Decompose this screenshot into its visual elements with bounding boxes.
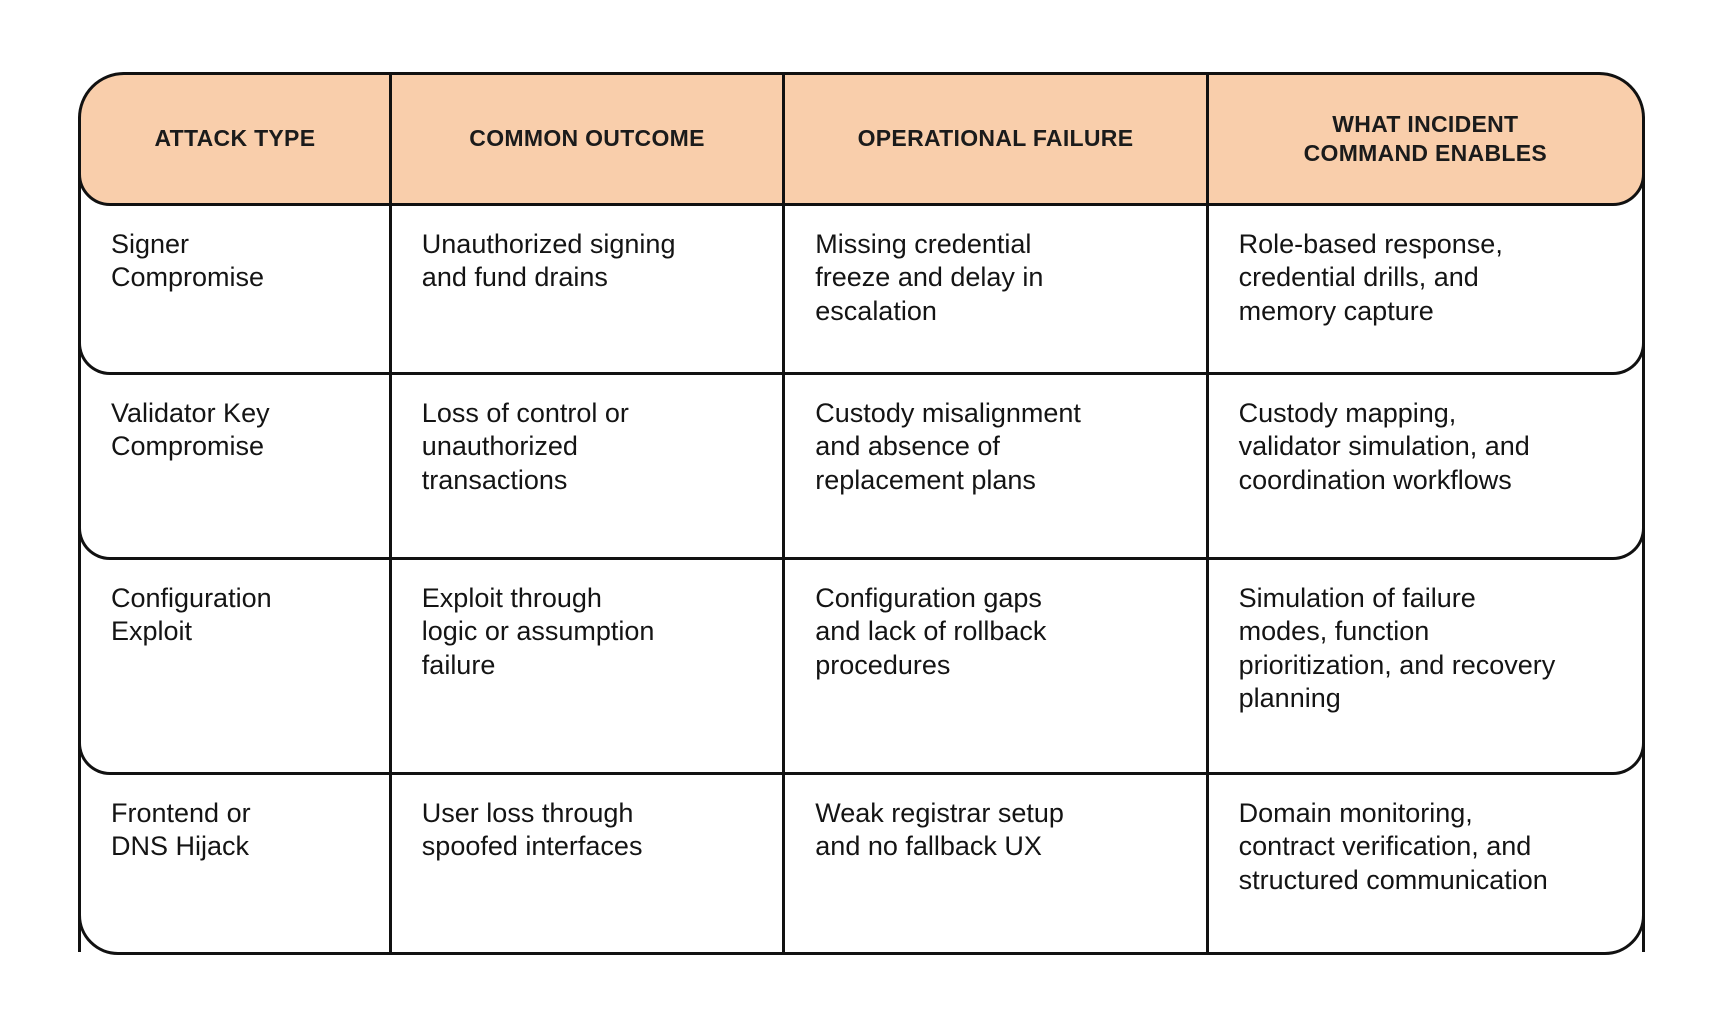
cell-incident-command-enables: Custody mapping, validator simulation, a… — [1238, 398, 1530, 495]
cell-common-outcome: User loss through spoofed interfaces — [392, 775, 786, 952]
column-header-incident-command-enables: WHAT INCIDENT COMMAND ENABLES — [1303, 110, 1548, 166]
cell-incident-command-enables: Domain monitoring, contract verification… — [1238, 798, 1548, 895]
attack-response-table: ATTACK TYPE COMMON OUTCOME OPERATIONAL F… — [78, 72, 1645, 955]
cell-common-outcome: Exploit through logic or assumption fail… — [392, 560, 786, 772]
table-row-configuration-exploit: Configuration Exploit Exploit through lo… — [78, 560, 1645, 775]
cell-attack-type: Configuration Exploit — [81, 560, 392, 772]
table-row-signer-compromise: Signer Compromise Unauthorized signing a… — [78, 206, 1645, 375]
table-row-frontend-or-dns-hijack: Frontend or DNS Hijack User loss through… — [78, 775, 1645, 952]
cell-attack-type: Validator Key Compromise — [81, 375, 392, 557]
cell-operational-failure: Custody misalignment and absence of repl… — [785, 375, 1209, 557]
cell-incident-command-enables: Role-based response, credential drills, … — [1238, 229, 1503, 326]
cell-attack-type: Signer Compromise — [81, 206, 392, 372]
column-header-common-outcome: COMMON OUTCOME — [392, 75, 786, 203]
cell-operational-failure: Weak registrar setup and no fallback UX — [785, 775, 1209, 952]
cell-common-outcome: Loss of control or unauthorized transact… — [392, 375, 786, 557]
cell-common-outcome: Unauthorized signing and fund drains — [392, 206, 786, 372]
cell-attack-type: Frontend or DNS Hijack — [81, 775, 392, 952]
cell-operational-failure: Configuration gaps and lack of rollback … — [785, 560, 1209, 772]
column-header-attack-type: ATTACK TYPE — [81, 75, 392, 203]
table-row-validator-key-compromise: Validator Key Compromise Loss of control… — [78, 375, 1645, 560]
cell-incident-command-enables: Simulation of failure modes, function pr… — [1238, 583, 1556, 714]
cell-operational-failure: Missing credential freeze and delay in e… — [785, 206, 1209, 372]
column-header-operational-failure: OPERATIONAL FAILURE — [785, 75, 1209, 203]
table-header-row: ATTACK TYPE COMMON OUTCOME OPERATIONAL F… — [78, 72, 1645, 206]
